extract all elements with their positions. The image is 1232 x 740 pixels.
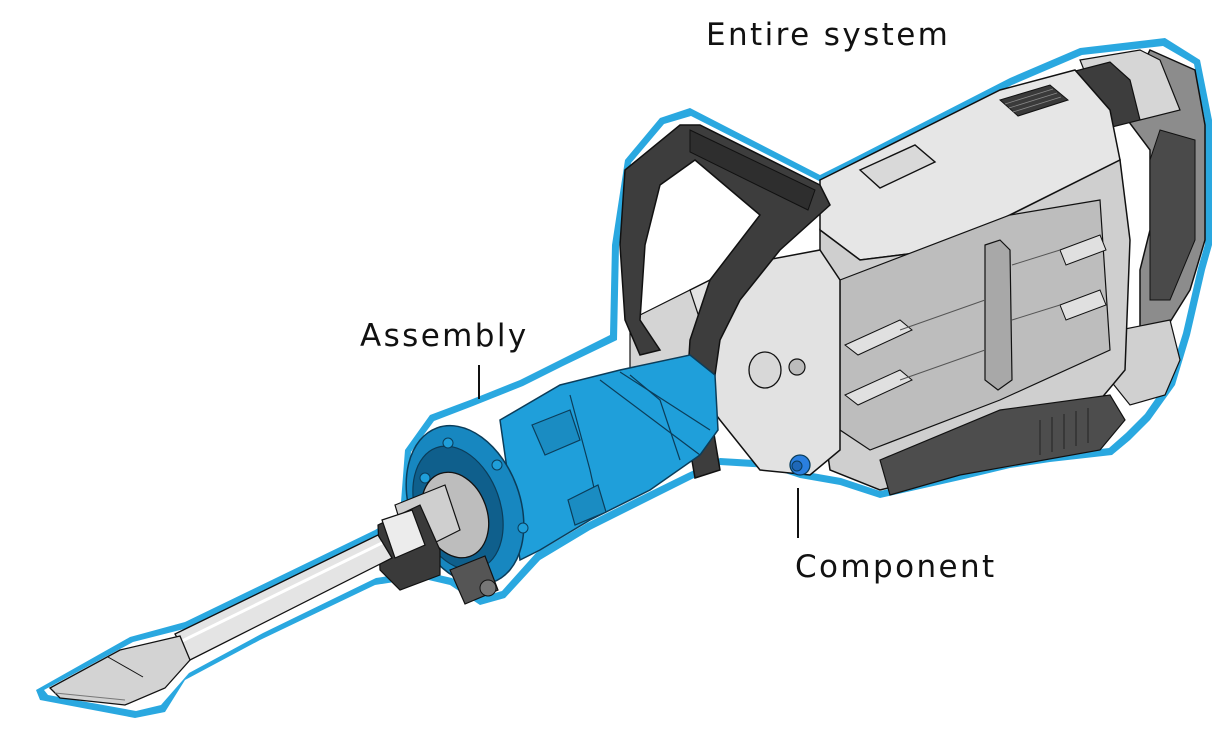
chisel-bit: [48, 534, 393, 706]
chuck: [377, 471, 499, 605]
main-housing: [819, 69, 1131, 496]
component-highlight: [789, 454, 811, 476]
rear-handle: [1059, 49, 1206, 406]
label-entire-system: Entire system: [706, 17, 951, 53]
component-leader-line: [797, 488, 799, 538]
label-assembly: Assembly: [360, 318, 529, 354]
label-component: Component: [795, 549, 997, 585]
assembly-leader-line: [478, 365, 480, 399]
